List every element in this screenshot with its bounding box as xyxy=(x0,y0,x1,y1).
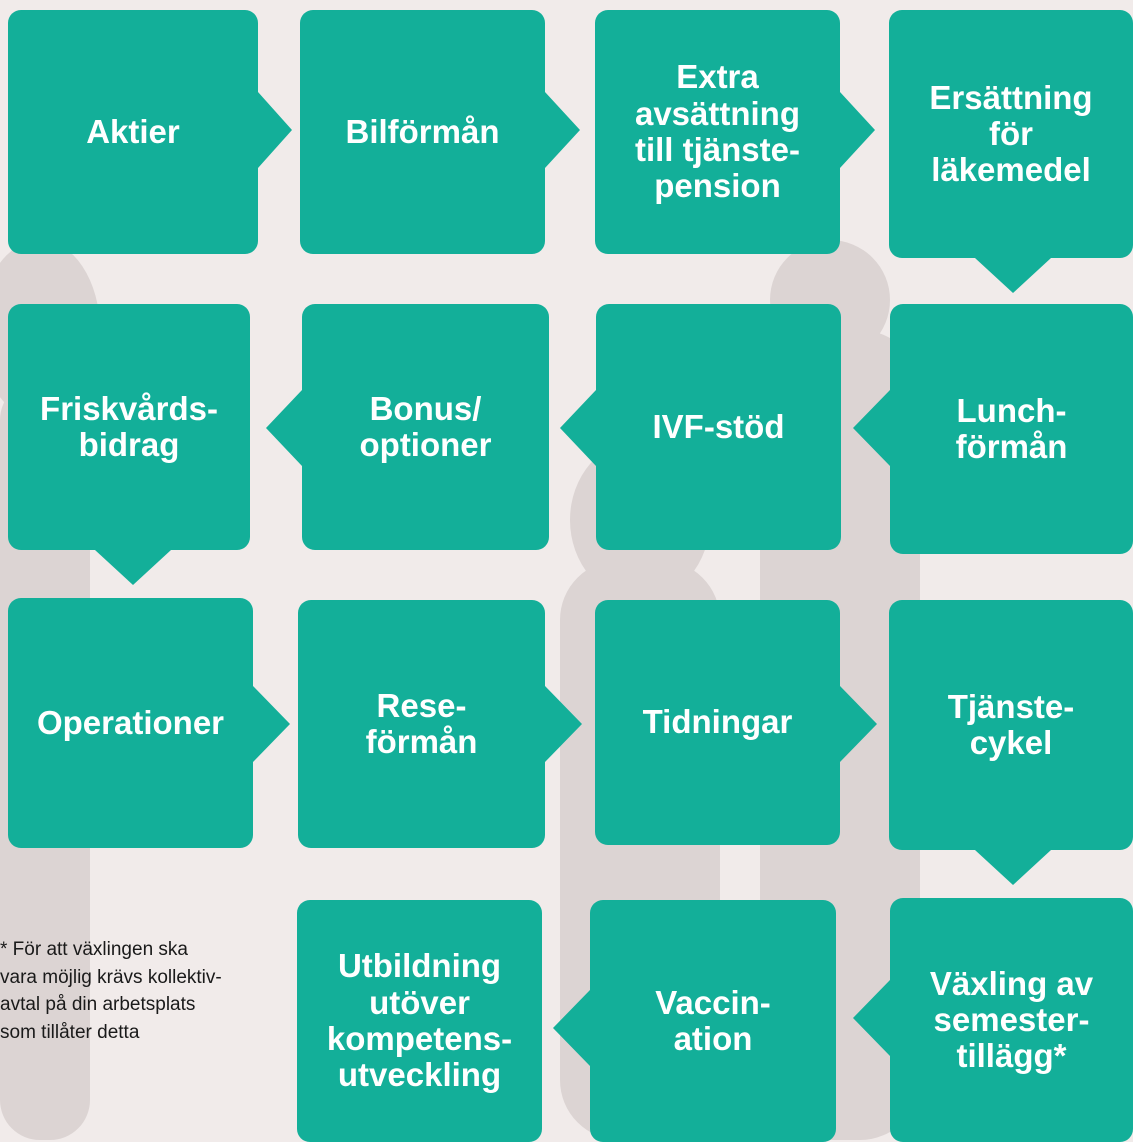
arrow-down-2 xyxy=(95,550,171,585)
tile-utbildning: Utbildning utöver kompetens- utveckling xyxy=(297,900,542,1142)
arrow-right-4 xyxy=(253,686,290,762)
tile-bonus-optioner: Bonus/ optioner xyxy=(302,304,549,550)
arrow-down-3 xyxy=(975,850,1051,885)
arrow-right-5 xyxy=(545,686,582,762)
arrow-left-1 xyxy=(853,390,890,466)
tile-tjanstecykel: Tjänste- cykel xyxy=(889,600,1133,850)
tile-aktier: Aktier xyxy=(8,10,258,254)
arrow-left-4 xyxy=(853,980,890,1056)
tile-ivf-stod: IVF-stöd xyxy=(596,304,841,550)
tile-operationer: Operationer xyxy=(8,598,253,848)
arrow-left-2 xyxy=(560,390,596,466)
tile-reseforman: Rese- förmån xyxy=(298,600,545,848)
footnote: * För att växlingen ska vara möjlig kräv… xyxy=(0,939,222,1043)
arrow-right-2 xyxy=(545,92,580,168)
arrow-down-1 xyxy=(975,258,1051,293)
tile-extra-avsattning: Extra avsättning till tjänste- pension xyxy=(595,10,840,254)
tile-vaccination: Vaccin- ation xyxy=(590,900,836,1142)
tile-vaxling-semestertillagg: Växling av semester- tillägg* xyxy=(890,898,1133,1142)
arrow-left-3 xyxy=(266,390,302,466)
arrow-right-6 xyxy=(840,686,877,762)
tile-friskvardsbidrag: Friskvårds- bidrag xyxy=(8,304,250,550)
tile-lunchforman: Lunch- förmån xyxy=(890,304,1133,554)
arrow-right-1 xyxy=(258,92,292,168)
arrow-left-5 xyxy=(553,990,590,1066)
arrow-right-3 xyxy=(840,92,875,168)
tile-ersattning-lakemedel: Ersättning för läkemedel xyxy=(889,10,1133,258)
tile-tidningar: Tidningar xyxy=(595,600,840,845)
tile-bilforman: Bilförmån xyxy=(300,10,545,254)
